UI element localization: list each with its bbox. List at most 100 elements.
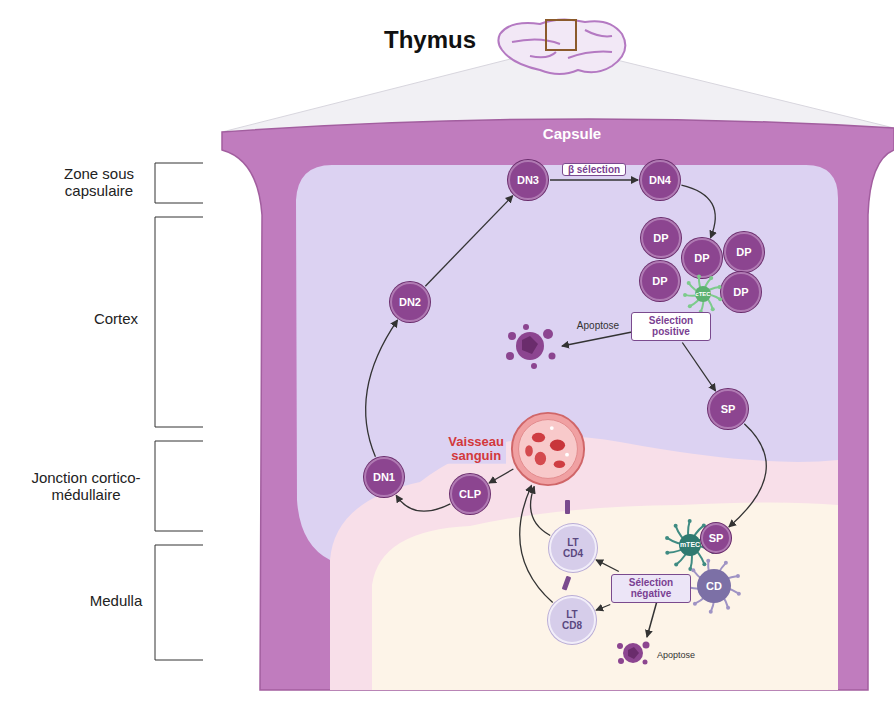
process-tip [693, 602, 697, 606]
apoptotic-bleb [531, 363, 537, 369]
cell-circle: CLP [450, 474, 490, 514]
zone-label: Zone sous capsulaire [52, 165, 147, 199]
tcr-stub [562, 576, 571, 591]
cell-circle: DN1 [364, 457, 404, 497]
cortex-region [296, 165, 838, 690]
arrow-connector [489, 469, 513, 483]
node-text: DP [652, 275, 667, 287]
diagram-title: Thymus [384, 26, 476, 54]
node-text: LT CD4 [563, 537, 583, 559]
node-text: cTEC [695, 291, 710, 297]
cell-body [679, 534, 701, 556]
process-tip [687, 281, 691, 285]
apoptotic-body [623, 643, 643, 663]
cell-circle: DP [641, 218, 681, 258]
thymus-lobes [512, 30, 612, 58]
apoptotic-bleb [643, 642, 650, 649]
cell-circle: SP [708, 389, 748, 429]
vessel-part [550, 440, 565, 451]
ctec-cell: cTEC [691, 282, 714, 305]
process-tip [724, 561, 728, 565]
apoptotic-body [516, 332, 544, 360]
process-tip [683, 293, 687, 297]
node-text: SP [709, 532, 724, 544]
arrow-connector [596, 605, 610, 611]
apoptotic-bleb [643, 660, 648, 665]
cell-circle: DN4 [640, 160, 680, 200]
node-text: CD [706, 580, 722, 592]
vessel-part [535, 452, 546, 465]
cell-circle: DN3 [508, 160, 548, 200]
apoptotic-cell [617, 642, 650, 665]
vessel-part [512, 413, 584, 485]
process-tip [718, 297, 722, 301]
process-tip [718, 285, 722, 289]
node-text: DN3 [517, 174, 539, 186]
arrow-connector [550, 179, 638, 180]
process-tip [674, 563, 678, 567]
vessel-part [532, 433, 545, 443]
node-text: CLP [459, 488, 481, 500]
node-text: Sélection positive [638, 315, 704, 338]
node-text: mTEC [680, 541, 700, 548]
zoom-line [576, 50, 894, 128]
process-tip [688, 519, 692, 523]
arrow-connector [531, 487, 551, 536]
cell-circle: DN2 [390, 282, 430, 322]
node-text: Sélection négative [618, 577, 684, 600]
apoptosis-arrow [647, 601, 657, 637]
mtec-cell: mTEC [676, 531, 704, 559]
process-tip [691, 568, 695, 572]
vessel-part [565, 453, 569, 457]
apoptosis-label: Apoptose [577, 320, 619, 331]
arrow-connector [729, 424, 766, 527]
zoom-square [546, 20, 576, 50]
node-text: DP [653, 232, 668, 244]
arrow-connector [681, 185, 715, 238]
process-tip [697, 274, 701, 278]
selection-box: Sélection positive [631, 312, 711, 341]
process-tip [709, 276, 713, 280]
vessel-part [550, 426, 554, 430]
edge-label: β sélection [562, 163, 626, 176]
cell-body [695, 286, 711, 302]
apoptotic-bleb [549, 353, 556, 360]
node-text: DN4 [649, 174, 671, 186]
cell-circle: DP [721, 272, 761, 312]
process-tip [665, 551, 669, 555]
capsule-label: Capsule [543, 125, 601, 142]
vessel-part [519, 420, 578, 479]
arrow-connector [425, 196, 512, 286]
process-tip [737, 592, 741, 596]
thymus-organ [498, 19, 625, 74]
apoptotic-nucleus [522, 336, 538, 354]
node-text: DN1 [373, 471, 395, 483]
arrow-connector [596, 560, 619, 572]
apoptosis-arrow [562, 332, 632, 346]
vessel-part [554, 460, 565, 468]
node-text: DN2 [399, 296, 421, 308]
blood-vessel: Vaisseau sanguin [510, 411, 586, 487]
zone-label: Medulla [90, 592, 143, 609]
apoptotic-bleb [506, 352, 514, 360]
cell-circle: SP [701, 523, 731, 553]
arrow-connector [682, 343, 715, 391]
tcr-stub [565, 500, 570, 514]
arrow-connector [520, 485, 553, 602]
process-tip [674, 524, 678, 528]
cell-body [697, 569, 731, 603]
node-text: SP [721, 403, 736, 415]
apoptotic-bleb [617, 643, 623, 649]
zone-label: Jonction cortico-médullaire [11, 469, 161, 503]
process-tip [702, 562, 706, 566]
apoptotic-bleb [618, 658, 624, 664]
medulla-region [372, 503, 838, 691]
process-tip [711, 307, 715, 311]
apoptotic-cell [506, 324, 556, 369]
apoptotic-bleb [508, 332, 516, 340]
process-tip [726, 606, 730, 610]
selection-box: Sélection négative [611, 574, 691, 603]
zone-label: Cortex [94, 310, 138, 327]
